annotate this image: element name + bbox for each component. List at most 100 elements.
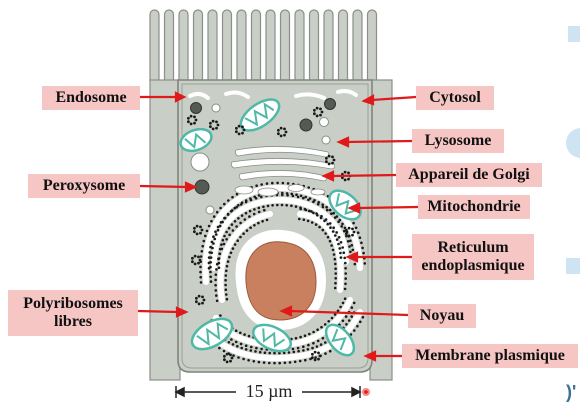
- ribosome: [230, 252, 233, 255]
- ribosome: [199, 226, 202, 229]
- ribosome: [276, 182, 279, 185]
- ribosome: [348, 235, 351, 238]
- ribosome: [338, 247, 341, 250]
- ribosome: [243, 129, 246, 132]
- ribosome: [302, 349, 305, 352]
- ribosome: [334, 263, 337, 266]
- ribosome: [221, 248, 224, 251]
- ribosome: [199, 266, 202, 269]
- label-endosome: Endosome: [42, 86, 140, 110]
- ribosome: [240, 347, 243, 350]
- ribosome: [210, 256, 213, 259]
- ribosome: [316, 115, 319, 118]
- label-polyribosomes: Polyribosomes libres: [8, 290, 138, 336]
- ribosome: [294, 361, 297, 364]
- ribosome: [263, 361, 266, 364]
- ribosome: [282, 182, 285, 185]
- ribosome: [344, 288, 347, 291]
- ribosome: [317, 201, 320, 204]
- ribosome: [248, 215, 251, 218]
- ribosome: [332, 249, 335, 252]
- ribosome: [246, 229, 249, 232]
- ribosome: [258, 211, 261, 214]
- ribosome: [199, 276, 202, 279]
- ribosome: [295, 205, 298, 208]
- ribosome: [310, 210, 313, 213]
- ribosome: [344, 262, 347, 265]
- ribosome: [361, 247, 364, 250]
- ribosome: [237, 356, 240, 359]
- ribosome: [319, 355, 322, 358]
- ribosome: [209, 122, 212, 125]
- ribosome: [328, 163, 331, 166]
- ribosome: [295, 337, 298, 340]
- ribosome: [193, 122, 196, 125]
- ribosome: [250, 346, 253, 349]
- ribosome: [209, 261, 212, 264]
- ribosome: [340, 225, 343, 228]
- lysosome: [191, 153, 209, 171]
- ribosome: [223, 355, 226, 358]
- ribosome: [334, 277, 337, 280]
- ribosome: [334, 258, 337, 261]
- ribosome: [229, 360, 232, 363]
- ribosome: [332, 230, 335, 233]
- edge-decoration-top: [568, 26, 580, 42]
- ribosome: [330, 212, 333, 215]
- ribosome: [195, 119, 198, 122]
- edge-decoration-bottom: [566, 258, 580, 274]
- microvillus: [179, 10, 188, 86]
- ribosome: [347, 240, 350, 243]
- ribosome: [217, 258, 220, 261]
- ribosome: [344, 297, 347, 300]
- ribosome: [266, 182, 269, 185]
- ribosome: [287, 182, 290, 185]
- ribosome: [232, 247, 235, 250]
- ribosome: [316, 107, 319, 110]
- ribosome: [344, 267, 347, 270]
- label-polyribosomes-line1: Polyribosomes: [23, 295, 123, 313]
- microvillus: [339, 10, 348, 86]
- ribosome: [226, 298, 229, 301]
- ribosome: [350, 315, 353, 318]
- ribosome: [289, 361, 292, 364]
- ribosome: [334, 287, 337, 290]
- ribosome: [210, 280, 213, 283]
- ribosome: [222, 239, 225, 242]
- ribosome: [334, 267, 337, 270]
- ribosome: [342, 320, 345, 323]
- ribosome: [201, 245, 204, 248]
- ribosome: [243, 333, 246, 336]
- ribosome: [271, 204, 274, 207]
- ribosome: [299, 336, 302, 339]
- ribosome: [226, 265, 229, 268]
- ribosome: [224, 217, 227, 220]
- ribosome: [250, 349, 253, 352]
- ribosome: [219, 225, 222, 228]
- ribosome: [223, 235, 226, 238]
- ribosome: [261, 220, 264, 223]
- ribosome: [233, 207, 236, 210]
- ribosome: [241, 214, 244, 217]
- ribosome: [281, 204, 284, 207]
- ribosome: [341, 246, 344, 249]
- ribosome: [209, 276, 212, 279]
- ribosome: [344, 179, 347, 182]
- ribosome: [190, 115, 193, 118]
- ribosome: [236, 239, 239, 242]
- ribosome: [331, 156, 334, 159]
- ribosome: [232, 229, 235, 232]
- ribosome: [347, 178, 350, 181]
- ribosome: [219, 314, 222, 317]
- ribosome: [342, 302, 345, 305]
- ribosome: [309, 197, 312, 200]
- ribosome: [349, 240, 352, 243]
- ribosome: [314, 351, 317, 354]
- ribosome: [319, 108, 322, 111]
- microvillus: [295, 10, 304, 86]
- ribosome: [285, 204, 288, 207]
- ribosome: [340, 241, 343, 244]
- ribosome: [311, 353, 314, 356]
- ribosome: [259, 351, 262, 354]
- label-membrane: Membrane plasmique: [402, 344, 578, 368]
